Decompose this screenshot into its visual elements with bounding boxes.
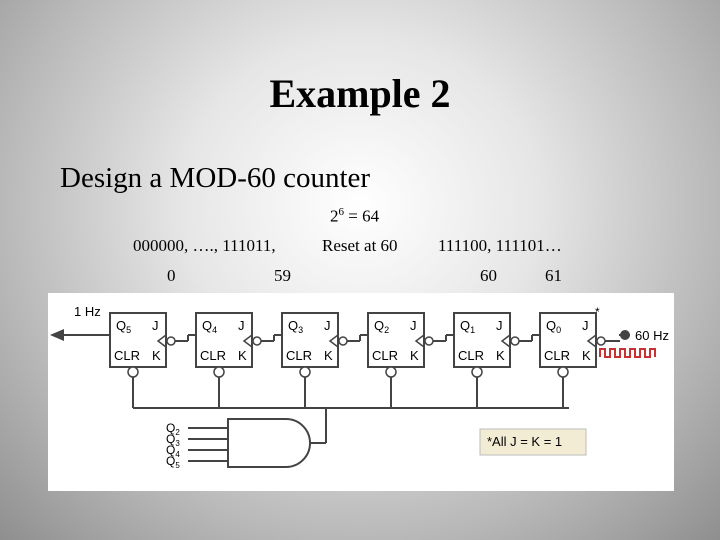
flip-flop-box — [453, 312, 511, 368]
clock-bubble-icon — [424, 336, 434, 346]
j-input-label: J — [238, 318, 245, 333]
j-input-label: J — [582, 318, 589, 333]
sequence-left: 000000, …., 111011, — [133, 236, 276, 255]
clock-bubble-icon — [338, 336, 348, 346]
clock-triangle-icon — [242, 334, 253, 348]
and-gate — [227, 418, 311, 468]
clr-bubble-icon — [557, 366, 569, 378]
clock-triangle-icon — [414, 334, 425, 348]
clr-label: CLR — [372, 348, 398, 363]
k-input-label: K — [238, 348, 247, 363]
j-input-label: J — [152, 318, 159, 333]
flip-flop-output-subscript: 5 — [126, 325, 131, 335]
clock-bubble-icon — [510, 336, 520, 346]
flip-flop-box — [195, 312, 253, 368]
clr-bubble-icon — [471, 366, 483, 378]
slide-subtitle: Design a MOD-60 counter — [60, 162, 371, 194]
clock-waveform-icon — [599, 348, 656, 358]
sequence-right: 111100, 111101… — [438, 236, 562, 255]
k-input-label: K — [582, 348, 591, 363]
clr-label: CLR — [114, 348, 140, 363]
flip-flop-output-subscript: 1 — [470, 325, 475, 335]
label-61: 61 — [545, 266, 562, 285]
reset-note: Reset at 60 — [322, 236, 398, 255]
clock-triangle-icon — [328, 334, 339, 348]
clock-triangle-icon — [586, 334, 597, 348]
clock-triangle-icon — [156, 334, 167, 348]
clock-bubble-icon — [166, 336, 176, 346]
output-arrow-icon — [50, 329, 64, 341]
flip-flop-output-subscript: 4 — [212, 325, 217, 335]
k-input-label: K — [324, 348, 333, 363]
power-expression: 26 = 64 — [330, 206, 379, 227]
flip-flop-output-subscript: 3 — [298, 325, 303, 335]
clock-triangle-icon — [500, 334, 511, 348]
output-label: 1 Hz — [74, 304, 101, 319]
gate-input-q5: Q5 — [166, 454, 228, 470]
flip-flop-box — [281, 312, 339, 368]
note-box — [479, 428, 587, 456]
gate-input-subscript: 3 — [175, 439, 180, 448]
note-text: *All J = K = 1 — [487, 434, 562, 449]
flip-flop-output-subscript: 0 — [556, 325, 561, 335]
power-base: 2 — [330, 206, 339, 226]
clock-bubble-icon — [252, 336, 262, 346]
clr-label: CLR — [458, 348, 484, 363]
flip-flop-box — [367, 312, 425, 368]
gate-input-subscript: 5 — [175, 461, 180, 470]
input-label: 60 Hz — [635, 328, 669, 343]
clr-bubble-icon — [299, 366, 311, 378]
k-input-label: K — [410, 348, 419, 363]
clock-bubble-icon — [596, 336, 606, 346]
j-input-label: J — [496, 318, 503, 333]
clr-label: CLR — [200, 348, 226, 363]
gate-input-subscript: 2 — [175, 428, 180, 437]
k-input-label: K — [496, 348, 505, 363]
flip-flop-box — [109, 312, 167, 368]
label-zero: 0 — [167, 266, 176, 285]
flip-flop-box — [539, 312, 597, 368]
j-input-label: J — [410, 318, 417, 333]
label-59: 59 — [274, 266, 291, 285]
asterisk-mark: * — [595, 305, 600, 319]
gate-input-subscript: 4 — [175, 450, 180, 459]
flip-flop-output-subscript: 2 — [384, 325, 389, 335]
clr-bubble-icon — [127, 366, 139, 378]
power-result: = 64 — [344, 206, 380, 226]
clr-bubble-icon — [213, 366, 225, 378]
clr-label: CLR — [286, 348, 312, 363]
k-input-label: K — [152, 348, 161, 363]
j-input-label: J — [324, 318, 331, 333]
clr-bubble-icon — [385, 366, 397, 378]
clr-label: CLR — [544, 348, 570, 363]
slide-title: Example 2 — [269, 71, 451, 116]
power-exponent: 6 — [338, 206, 345, 218]
label-60: 60 — [480, 266, 497, 285]
